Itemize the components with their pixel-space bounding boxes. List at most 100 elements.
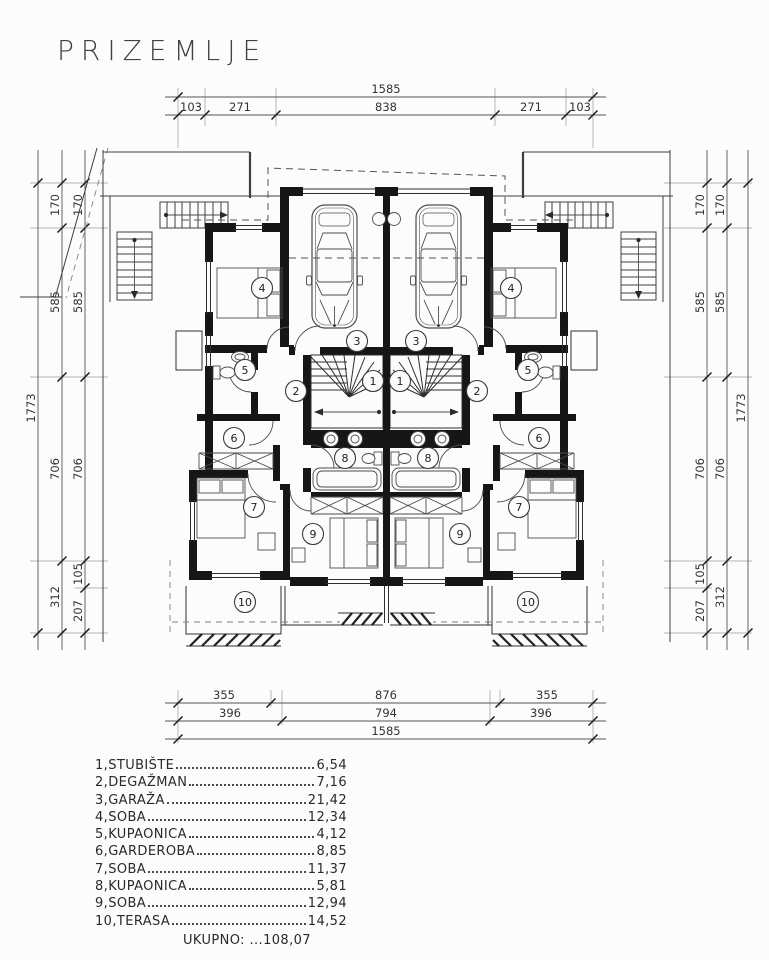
- room-label-6-right: 6: [527, 426, 551, 450]
- room-number: 8: [425, 452, 432, 465]
- dim-label: 170: [693, 194, 707, 216]
- legend-label: 3,GARAŽA: [95, 792, 165, 808]
- room-label-2-right: 2: [465, 379, 489, 403]
- legend-label: 1,STUBIŠTE: [95, 758, 175, 773]
- dim-label: 396: [530, 706, 552, 720]
- room-number: 4: [259, 282, 266, 295]
- room-label-10-left: 10: [233, 590, 257, 614]
- room-label-3-right: 3: [404, 329, 428, 353]
- room-label-9-right: 9: [448, 522, 472, 546]
- legend-label: 6,GARDEROBA: [95, 844, 196, 860]
- legend-row: 4,SOBA 12,34: [95, 809, 347, 826]
- room-label-10-right: 10: [516, 590, 540, 614]
- dim-label: 1773: [24, 393, 38, 422]
- legend-label: 7,SOBA: [95, 861, 147, 877]
- dim-label: 170: [713, 194, 727, 216]
- room-label-5-left: 5: [233, 358, 257, 382]
- room-number: 7: [516, 501, 523, 514]
- legend-row: 8,KUPAONICA 5,81: [95, 878, 347, 895]
- legend-label: 10,TERASA: [95, 913, 171, 929]
- dim-label: 103: [569, 100, 591, 114]
- dot-leader: [148, 870, 306, 873]
- dot-leader: [172, 922, 306, 925]
- legend-area: 4,12: [316, 827, 347, 843]
- dim-label: 706: [693, 458, 707, 480]
- room-number: 1: [397, 375, 404, 388]
- room-number: 8: [342, 452, 349, 465]
- dim-label: 585: [693, 291, 707, 313]
- legend-area: 7,16: [316, 775, 347, 791]
- dim-label: 271: [229, 100, 251, 114]
- room-label-5-right: 5: [516, 358, 540, 382]
- room-number: 10: [521, 596, 535, 609]
- room-label-9-left: 9: [301, 522, 325, 546]
- room-label-2-left: 2: [284, 379, 308, 403]
- dot-leader: [176, 767, 315, 769]
- dim-label: 396: [219, 706, 241, 720]
- legend-row: 5,KUPAONICA 4,12: [95, 826, 347, 843]
- dim-label: 838: [375, 100, 397, 114]
- room-label-7-right: 7: [507, 495, 531, 519]
- dim-label: 170: [71, 194, 85, 216]
- legend-row: 10,TERASA 14,52: [95, 913, 347, 930]
- room-label-6-left: 6: [222, 426, 246, 450]
- dot-leader: [148, 818, 306, 821]
- room-number: 5: [242, 364, 249, 377]
- dim-label: 103: [180, 100, 202, 114]
- dim-label: 585: [48, 291, 62, 313]
- room-number: 6: [536, 432, 543, 445]
- dim-label: 312: [713, 586, 727, 608]
- legend-row: 7,SOBA 11,37: [95, 861, 347, 878]
- dim-label: 355: [536, 688, 558, 702]
- legend-area: 8,85: [316, 844, 347, 860]
- room-label-4-right: 4: [499, 276, 523, 300]
- legend-area: 12,34: [307, 809, 347, 825]
- dot-leader: [189, 784, 315, 787]
- legend-total: UKUPNO: ...108,07: [183, 932, 311, 948]
- room-label-1-left: 1: [361, 369, 385, 393]
- dim-label: 105: [693, 563, 707, 585]
- legend-label: 8,KUPAONICA: [95, 879, 187, 895]
- dim-label: 355: [213, 688, 235, 702]
- dim-label: 876: [375, 688, 397, 702]
- room-label-3-left: 3: [345, 329, 369, 353]
- dim-label: 585: [71, 291, 85, 313]
- dim-label: 207: [693, 600, 707, 622]
- legend-area: 11,37: [307, 861, 347, 877]
- legend-label: 4,SOBA: [95, 809, 147, 825]
- legend-row: 6,GARDEROBA 8,85: [95, 843, 347, 860]
- room-label-7-left: 7: [242, 495, 266, 519]
- room-number: 1: [370, 375, 377, 388]
- dim-label: 706: [71, 458, 85, 480]
- room-label-8-left: 8: [333, 446, 357, 470]
- dot-leader: [188, 836, 315, 839]
- unit-right: [381, 185, 605, 648]
- room-number: 7: [251, 501, 258, 514]
- room-labels: 1 1 2 2 3 3 4 4 5 5 6 6 7 7 8 8 9 9 10 1…: [222, 276, 551, 614]
- legend-label: 5,KUPAONICA: [95, 827, 187, 843]
- room-label-8-right: 8: [416, 446, 440, 470]
- room-number: 2: [293, 385, 300, 398]
- legend-area: 5,81: [316, 879, 347, 895]
- dot-leader: [166, 801, 306, 804]
- room-label-4-left: 4: [250, 276, 274, 300]
- dot-leader: [148, 905, 306, 908]
- room-number: 9: [457, 528, 464, 541]
- dim-label: 1773: [734, 393, 748, 422]
- dim-label: 706: [713, 458, 727, 480]
- room-number: 6: [231, 432, 238, 445]
- room-number: 4: [508, 282, 515, 295]
- dimension-lines: 1585 103 271 838 271 103 355 876 355 396…: [24, 82, 754, 745]
- page-title: PRIZEMLJE: [57, 34, 268, 67]
- legend-area: 14,52: [307, 913, 347, 929]
- legend-label: 2,DEGAŽMAN: [95, 775, 188, 791]
- dim-label: 794: [375, 706, 397, 720]
- room-number: 9: [310, 528, 317, 541]
- room-number: 3: [354, 335, 361, 348]
- dot-leader: [197, 853, 315, 856]
